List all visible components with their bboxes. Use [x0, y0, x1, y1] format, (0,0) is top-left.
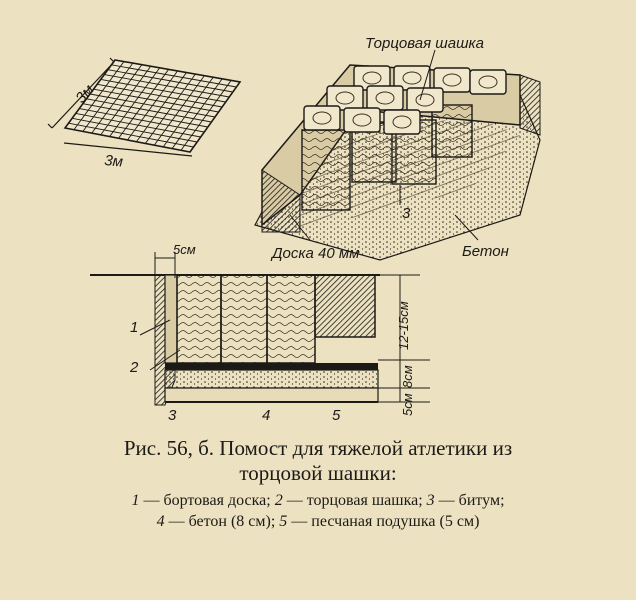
dim-5cm: 5см [400, 393, 415, 416]
mesh-bottom-label: 3м [104, 152, 124, 171]
iso-tile-rings [442, 73, 462, 87]
section-tile [220, 274, 268, 364]
legend-num-4: 4 [156, 513, 165, 530]
legend-text-2: — торцовая шашка; [282, 492, 427, 509]
legend-num-5: 5 [279, 513, 288, 530]
mesh-dimension-lines [47, 57, 193, 157]
section-sand [164, 387, 379, 403]
section-5cm-top: 5см [173, 242, 196, 257]
iso-tile-front [301, 129, 351, 211]
iso-tile-top [469, 69, 507, 95]
isometric-platform [254, 49, 541, 261]
iso-tile-top [303, 105, 341, 131]
cross-section [90, 274, 380, 406]
iso-tile-top [383, 109, 421, 135]
section-label-4: 4 [262, 407, 270, 424]
iso-tile-front [431, 104, 473, 158]
iso-leader-concrete [454, 214, 479, 241]
iso-board-end-right [519, 74, 541, 136]
section-bitumen [165, 363, 378, 370]
legend-num-2: 2 [274, 492, 283, 509]
iso-tile-rings [362, 71, 382, 85]
section-concrete [164, 369, 379, 389]
iso-leader-tile [419, 49, 436, 101]
iso-tile-rings [335, 91, 355, 105]
dim-8cm: 8см [400, 365, 415, 388]
iso-board-label: Доска 40 мм [270, 245, 359, 262]
iso-tile-rings [352, 113, 372, 127]
section-border-board [164, 274, 178, 364]
legend-text-3: — битум; [434, 492, 505, 509]
figure-caption: Рис. 56, б. Помост для тяжелой атлетики … [0, 436, 636, 486]
iso-tile-rings [392, 115, 412, 129]
mesh-grid [63, 59, 242, 153]
iso-tile-top [406, 87, 444, 113]
iso-tile-rings [415, 93, 435, 107]
legend-num-3: 3 [426, 492, 435, 509]
legend-text-5: — песчаная подушка (5 см) [287, 513, 480, 530]
section-tile-end [314, 274, 376, 338]
iso-tile-top [366, 85, 404, 111]
section-tile [266, 274, 316, 364]
legend-text-1: — бортовая доска; [139, 492, 275, 509]
iso-leader-board [289, 214, 311, 241]
iso-tile-rings [402, 71, 422, 85]
caption-line-1: Рис. 56, б. Помост для тяжелой атлетики … [123, 436, 513, 460]
iso-number-3: 3 [402, 205, 411, 222]
caption-line-2: торцовой шашки: [239, 461, 397, 485]
section-dimensions [139, 252, 430, 403]
legend-num-1: 1 [131, 492, 140, 509]
iso-board-end-left [261, 169, 301, 233]
section-label-3: 3 [168, 407, 177, 424]
section-label-1: 1 [130, 319, 138, 336]
iso-tile-top [343, 107, 381, 133]
section-label-5: 5 [332, 407, 341, 424]
legend-text-4: — бетон (8 см); [164, 513, 280, 530]
iso-concrete-label: Бетон [462, 243, 509, 260]
section-tile [176, 274, 222, 364]
dim-12-15cm: 12-15см [396, 301, 411, 350]
iso-tile-rings [312, 111, 332, 125]
iso-tile-rings [375, 91, 395, 105]
figure-legend: 1 — бортовая доска; 2 — торцовая шашка; … [0, 490, 636, 532]
iso-tile-label: Торцовая шашка [365, 35, 484, 52]
iso-tile-rings [478, 75, 498, 89]
iso-tiles [301, 65, 507, 211]
section-label-2: 2 [129, 359, 139, 376]
